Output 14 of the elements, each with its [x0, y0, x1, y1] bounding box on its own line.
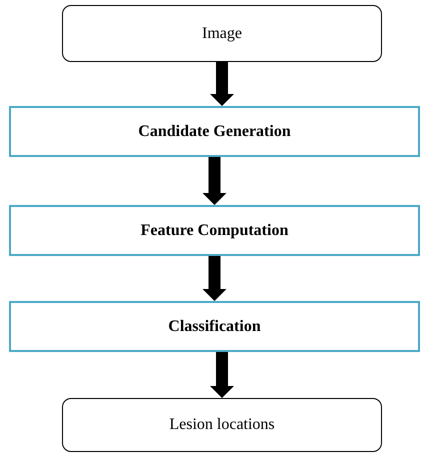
arrow — [202, 256, 226, 301]
node-label: Image — [202, 24, 242, 42]
terminal-box — [62, 5, 382, 62]
process-box — [9, 106, 420, 157]
arrow — [210, 62, 234, 106]
arrow — [202, 157, 226, 205]
node-label: Candidate Generation — [138, 122, 291, 140]
node-label: Feature Computation — [140, 222, 288, 240]
arrow — [210, 352, 234, 398]
node-label: Classification — [168, 318, 261, 336]
node-label: Lesion locations — [169, 416, 275, 434]
process-box — [9, 205, 420, 256]
terminal-box — [62, 398, 382, 452]
process-box — [9, 301, 420, 352]
